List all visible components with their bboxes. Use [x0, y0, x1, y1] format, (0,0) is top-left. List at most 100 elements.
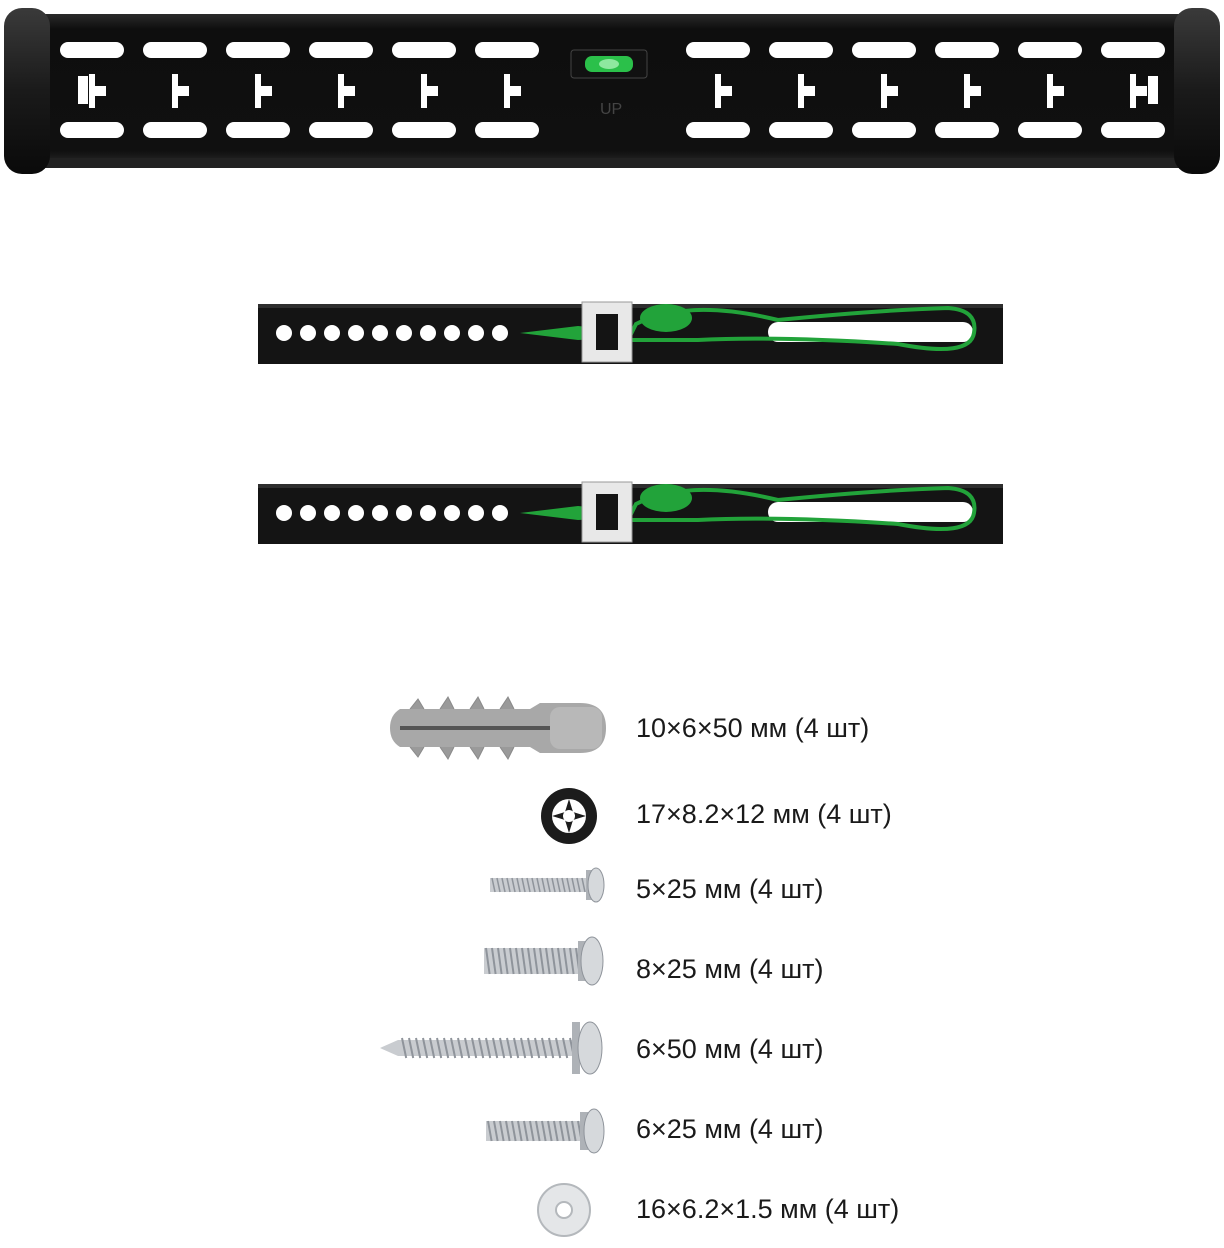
plate-slot-top [769, 42, 833, 58]
hw-label-lag-bolt: 6×50 мм (4 шт) [636, 1034, 824, 1064]
arm-hole [276, 325, 292, 341]
screw-thread [547, 1120, 553, 1142]
screw-thread [513, 1037, 520, 1059]
screw-thread [478, 1037, 485, 1059]
screw-thread [561, 877, 566, 893]
screw-thread [408, 1037, 415, 1059]
plate-slot-top [1101, 42, 1165, 58]
screw-thread [565, 1120, 571, 1142]
lag-bolt-6x50-icon [380, 1021, 603, 1075]
screw-thread [506, 877, 511, 893]
screw-thread [541, 1120, 547, 1142]
plate-keyhole [255, 74, 272, 108]
hw-label-washer: 16×6.2×1.5 мм (4 шт) [636, 1194, 900, 1224]
screw-thread [501, 877, 506, 893]
screw-thread [548, 1037, 555, 1059]
plate-slot-top [686, 42, 750, 58]
plate-slot-top [309, 42, 373, 58]
screw-thread [443, 1037, 450, 1059]
plate-slot-top [226, 42, 290, 58]
screw-thread [541, 877, 546, 893]
screw-thread [520, 1037, 527, 1059]
arm-hole [396, 325, 412, 341]
plate-slot-bottom [852, 122, 916, 138]
arm-hole [348, 325, 364, 341]
screw-thread [511, 877, 516, 893]
plate-keyhole [338, 74, 355, 108]
screw-thread [415, 1037, 422, 1059]
arm-slot [878, 322, 973, 342]
mounting-arm-2 [258, 481, 1003, 544]
plate-side-slot [1148, 76, 1158, 104]
arm-hole [348, 505, 364, 521]
arm-hole [372, 505, 388, 521]
plate-keyhole [798, 74, 815, 108]
screw-thread [571, 877, 576, 893]
hw-label-screw-8x25: 8×25 мм (4 шт) [636, 954, 824, 984]
plate-slot-top [475, 42, 539, 58]
screw-thread [536, 877, 541, 893]
wall-anchor-icon [390, 696, 606, 760]
screw-thread [509, 947, 515, 975]
screw-thread [464, 1037, 471, 1059]
plate-keyhole [504, 74, 521, 108]
screw-thread [485, 1037, 492, 1059]
arm-hole [420, 325, 436, 341]
screw-thread [422, 1037, 429, 1059]
wall-plate: UP [4, 8, 1220, 174]
screw-thread [557, 947, 563, 975]
cable-tie-loop [624, 305, 977, 351]
plate-keyhole [1047, 74, 1064, 108]
plate-slot-bottom [1101, 122, 1165, 138]
screw-thread [571, 1120, 577, 1142]
up-label: UP [600, 101, 622, 118]
screw-thread [531, 877, 536, 893]
screw-thread [497, 947, 503, 975]
screw-thread [527, 1037, 534, 1059]
screw-thread [559, 1120, 565, 1142]
bubble-level [570, 49, 648, 79]
screw-thread [450, 1037, 457, 1059]
arm-hole [276, 505, 292, 521]
hw-label-screw-6x25: 6×25 мм (4 шт) [636, 1114, 824, 1144]
screw-thread [545, 947, 551, 975]
plate-slot-bottom [686, 122, 750, 138]
plate-keyhole [421, 74, 438, 108]
plate-keyhole [964, 74, 981, 108]
arm-hole [300, 505, 316, 521]
plate-slot-bottom [1018, 122, 1082, 138]
arm-clip-center [596, 314, 618, 350]
screw-thread [503, 947, 509, 975]
spacer-icon [541, 788, 597, 844]
screw-thread [555, 1037, 562, 1059]
plate-slot-bottom [60, 122, 124, 138]
plate-keyhole [172, 74, 189, 108]
plate-slot-top [60, 42, 124, 58]
cable-tie-head [640, 304, 692, 332]
arm-slot [878, 502, 973, 522]
screw-thread [541, 1037, 548, 1059]
arm-hole [492, 325, 508, 341]
plate-slot-bottom [769, 122, 833, 138]
screw-thread [533, 947, 539, 975]
screw-thread [535, 1120, 541, 1142]
screw-thread [526, 877, 531, 893]
screw-thread [471, 1037, 478, 1059]
screw-thread [569, 947, 575, 975]
plate-slot-bottom [309, 122, 373, 138]
screw-thread [457, 1037, 464, 1059]
screw-thread [527, 947, 533, 975]
screw-5x25-icon [490, 867, 605, 903]
screw-thread [562, 1037, 569, 1059]
screw-thread [566, 877, 571, 893]
hw-label-screw-5x25: 5×25 мм (4 шт) [636, 874, 824, 904]
screw-thread [529, 1120, 535, 1142]
plate-side-slot [78, 76, 88, 104]
cable-tie-head [640, 484, 692, 512]
right-end-cap [1174, 8, 1220, 174]
screw-thread [551, 877, 556, 893]
screw-thread [491, 877, 496, 893]
plate-keyhole [715, 74, 732, 108]
plate-keyhole [881, 74, 898, 108]
screw-thread [576, 877, 581, 893]
